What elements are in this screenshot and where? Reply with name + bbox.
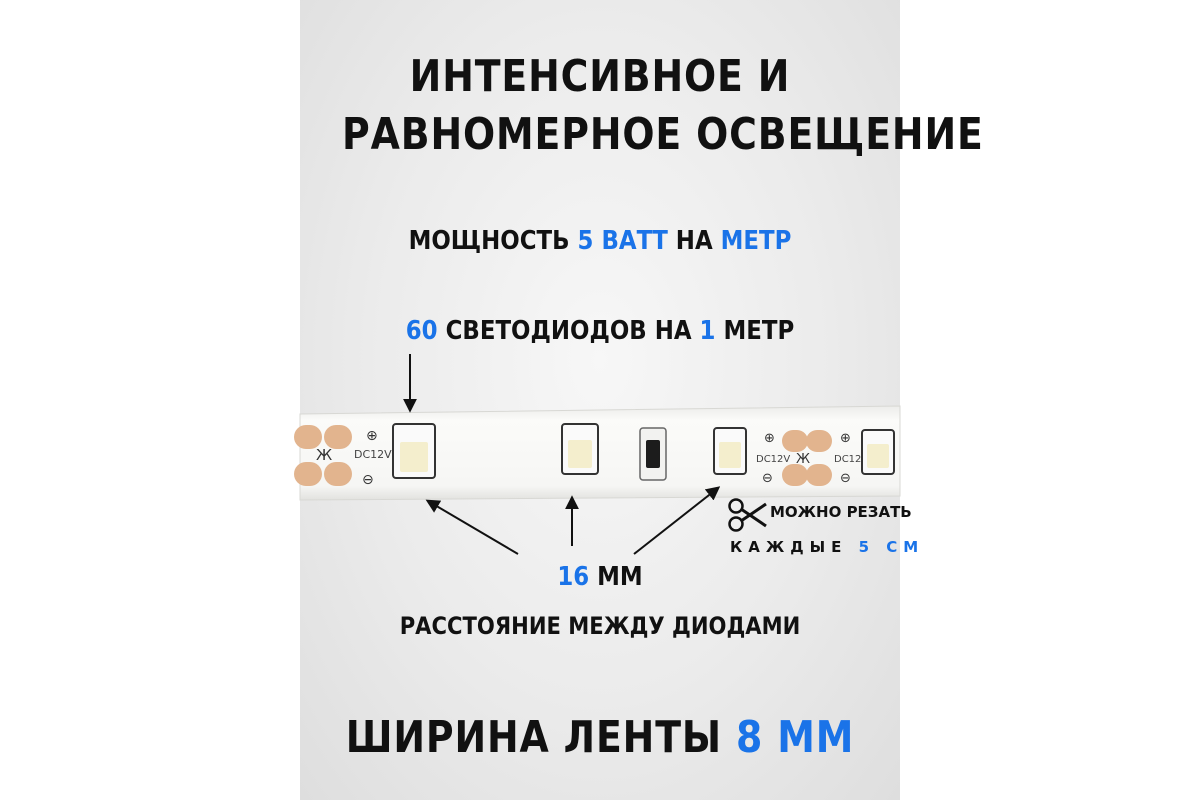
copper-pads-right xyxy=(782,430,832,486)
voltage-label-mid: DC12V xyxy=(756,454,790,465)
scissors-icon xyxy=(728,498,767,532)
power-spec: МОЩНОСТЬ 5 ВАТТ НА МЕТР xyxy=(336,226,864,256)
led-unit: МЕТР xyxy=(723,316,795,346)
minus-mark-left: ⊖ xyxy=(362,472,374,488)
led-chip-1 xyxy=(392,423,436,479)
spacing-number: 16 xyxy=(557,562,590,592)
led-label: СВЕТОДИОДОВ НА xyxy=(445,316,692,346)
cut-mark-left: Ж xyxy=(316,446,332,464)
power-label: МОЩНОСТЬ xyxy=(408,226,570,256)
spacing-value: 16 ММ xyxy=(336,562,864,592)
power-mid: НА xyxy=(675,226,713,256)
led-per: 1 xyxy=(699,316,716,346)
minus-mark-mid: ⊖ xyxy=(762,471,773,486)
spacing-label: РАССТОЯНИЕ МЕЖДУ ДИОДАМИ xyxy=(399,612,801,640)
headline-line-1: ИНТЕНСИВНОЕ И xyxy=(409,51,791,102)
led-chip-4 xyxy=(861,429,895,475)
led-chip-3 xyxy=(713,427,747,475)
power-value: 5 ВАТТ xyxy=(577,226,668,256)
plus-mark-right: ⊕ xyxy=(840,431,851,446)
cut-every-value: 5 СМ xyxy=(858,538,925,556)
width-value: 8 ММ xyxy=(736,712,855,763)
minus-mark-right: ⊖ xyxy=(840,471,851,486)
cut-info-line-1: МОЖНО РЕЗАТЬ xyxy=(770,503,912,521)
product-card: ИНТЕНСИВНОЕ И РАВНОМЕРНОЕ ОСВЕЩЕНИЕ МОЩН… xyxy=(294,0,983,800)
led-density-spec: 60 СВЕТОДИОДОВ НА 1 МЕТР xyxy=(336,316,864,346)
copper-pads-left xyxy=(294,425,352,486)
plus-mark-mid: ⊕ xyxy=(764,431,775,446)
power-unit: МЕТР xyxy=(720,226,792,256)
cut-info-line-2: КАЖДЫЕ 5 СМ xyxy=(730,538,924,556)
voltage-label-right: DC12V xyxy=(834,454,868,465)
cut-mark-right: Ж xyxy=(796,452,810,467)
led-chip-2 xyxy=(561,423,599,475)
voltage-label-left: DC12V xyxy=(354,448,392,461)
plus-mark-left: ⊕ xyxy=(366,428,378,444)
cut-every-label: КАЖДЫЕ xyxy=(730,538,848,556)
arrow-spacing-right xyxy=(633,486,721,555)
resistor-chip xyxy=(639,427,667,481)
led-strip-illustration: Ж ⊕ DC12V ⊖ ⊕ DC12V ⊖ xyxy=(294,354,901,555)
width-label: ШИРИНА ЛЕНТЫ xyxy=(345,712,722,763)
spacing-unit: ММ xyxy=(597,562,643,592)
strip-width-spec: ШИРИНА ЛЕНТЫ 8 ММ xyxy=(342,712,858,763)
arrow-spacing-left xyxy=(425,499,519,555)
led-count: 60 xyxy=(405,316,438,346)
